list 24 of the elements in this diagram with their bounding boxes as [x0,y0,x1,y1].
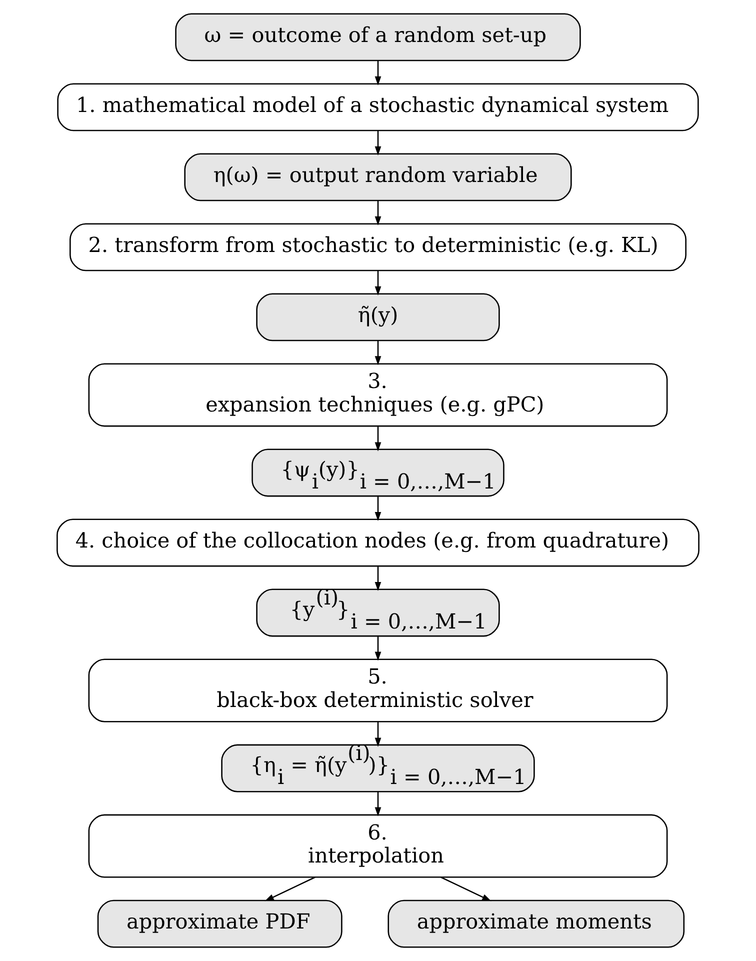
node-box: 4. choice of the collocation nodes (e.g. from quadrature) [56,518,700,567]
node-box: approximate moments [388,900,685,948]
arrow [374,340,382,366]
arrow [264,876,316,902]
node-box: approximate PDF [97,900,342,948]
arrow [440,876,492,902]
node-box: 2. transform from stochastic to deterministic (e.g. KL) [70,223,686,272]
arrow [374,496,382,522]
node-box: 3. expansion techniques (e.g. gPC) [88,363,668,427]
arrow [374,722,382,747]
arrow [374,426,382,452]
node-box: η̃(y) [256,293,500,342]
arrow [374,130,382,156]
node-box: 5. black-box deterministic solver [88,658,668,722]
arrow [374,566,382,592]
node-box: η(ω) = output random variable [184,153,572,202]
node-box: ω = outcome of a random set-up [175,13,581,62]
arrow [374,270,382,296]
node-box: 1. mathematical model of a stochastic dynamical system [57,83,699,132]
arrow [374,60,382,86]
node-box: 6. interpolation [88,814,668,878]
arrow [374,200,382,226]
arrow [374,636,382,661]
arrow [374,792,382,816]
